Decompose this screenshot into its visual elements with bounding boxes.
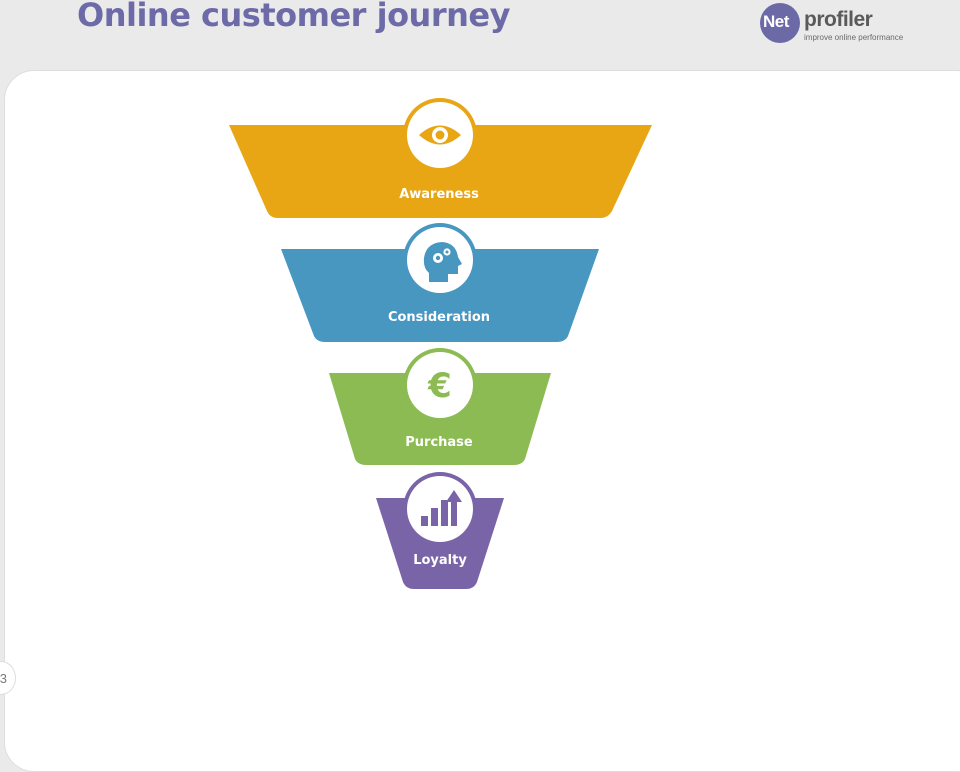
loyalty-label: Loyalty [413, 553, 467, 568]
netprofiler-logo: Net profiler improve online performance [760, 2, 920, 44]
euro-icon: € [427, 366, 452, 406]
logo-profiler-text: profiler [804, 8, 873, 31]
logo-net-text: Net [763, 12, 789, 31]
svg-text:€: € [427, 366, 452, 406]
awareness-label: Awareness [399, 187, 479, 202]
consideration-label: Consideration [388, 310, 490, 325]
slide-title: Online customer journey [77, 0, 510, 34]
head-gears-icon [423, 242, 462, 282]
funnel-stage-loyalty: Loyalty [376, 472, 504, 589]
growth-chart-icon [421, 490, 462, 526]
funnel-stage-purchase: € Purchase [329, 348, 551, 465]
funnel-stage-consideration: Consideration [281, 223, 599, 342]
purchase-icon-badge [407, 352, 473, 418]
logo-circle: Net [760, 3, 800, 43]
loyalty-icon-badge [407, 476, 473, 542]
eye-icon [419, 125, 461, 145]
purchase-label: Purchase [405, 435, 473, 450]
logo-tagline: improve online performance [804, 33, 904, 42]
funnel-stage-awareness: Awareness [229, 98, 652, 218]
customer-journey-funnel: Awareness Consideration € Purchase [229, 98, 652, 589]
